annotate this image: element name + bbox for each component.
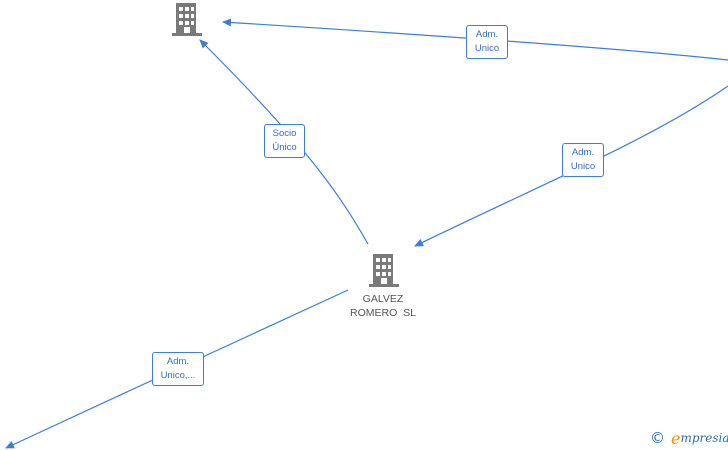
node-label-line: GALVEZ [362,293,404,305]
brand-initial: e [671,428,681,448]
galvez-romero-building-icon[interactable] [369,254,399,287]
empresia-watermark: © e mpresia [650,428,728,448]
edge-label-line: Adm. [571,147,595,158]
edge-label-adm-top[interactable]: Adm. Unico [466,25,508,59]
node-label-galvez-romero[interactable]: GALVEZ ROMERO SL [338,292,428,320]
edge-label-adm-right[interactable]: Adm. Unico [562,143,604,177]
edge-socio-line [199,39,369,245]
edge-label-adm-bottom[interactable]: Adm. Unico,... [152,352,204,386]
edge-label-socio[interactable]: Socio Único [264,124,305,158]
copyright-icon: © [650,429,665,447]
company-top-building-icon[interactable] [172,3,202,36]
node-label-line: ROMERO SL [350,307,416,319]
edge-label-line: Adm. [166,356,190,367]
edge-adm-top-line [222,18,728,61]
edge-label-line: Unico [570,161,596,172]
edge-label-line: Unico [474,43,500,54]
edge-label-line: Unico,... [160,370,196,381]
edge-label-line: Socio [272,128,297,139]
edge-label-line: Adm. [475,29,499,40]
brand-name: mpresia [680,431,728,445]
edge-label-line: Único [272,142,297,153]
